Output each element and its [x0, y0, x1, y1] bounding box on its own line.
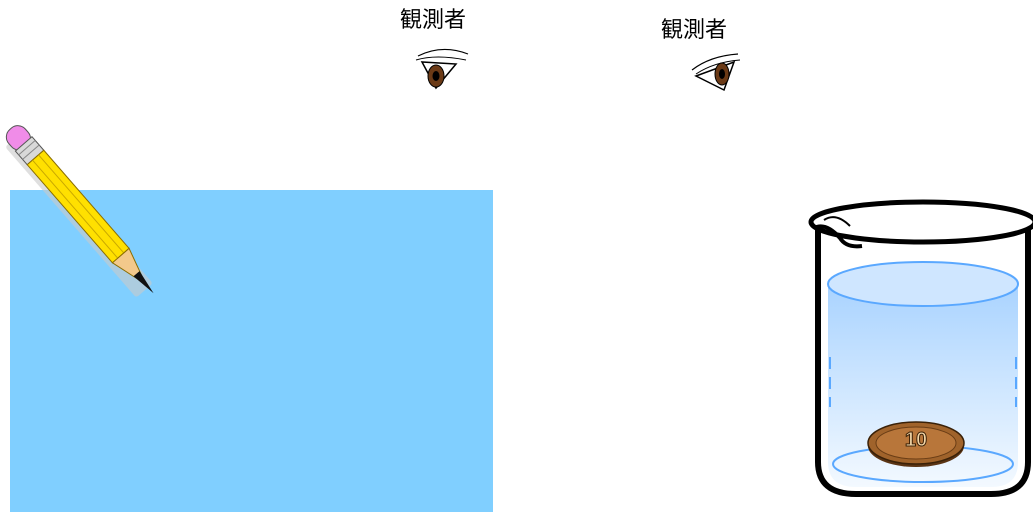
pencil-icon — [5, 125, 154, 297]
coin-icon: 10 — [867, 421, 965, 467]
observer-label-right: 観測者 — [661, 18, 728, 43]
eye-icon — [691, 53, 741, 92]
coin-denomination: 10 — [905, 429, 927, 451]
eye-icon — [415, 48, 469, 90]
observer-label-left: 観測者 — [400, 8, 467, 33]
